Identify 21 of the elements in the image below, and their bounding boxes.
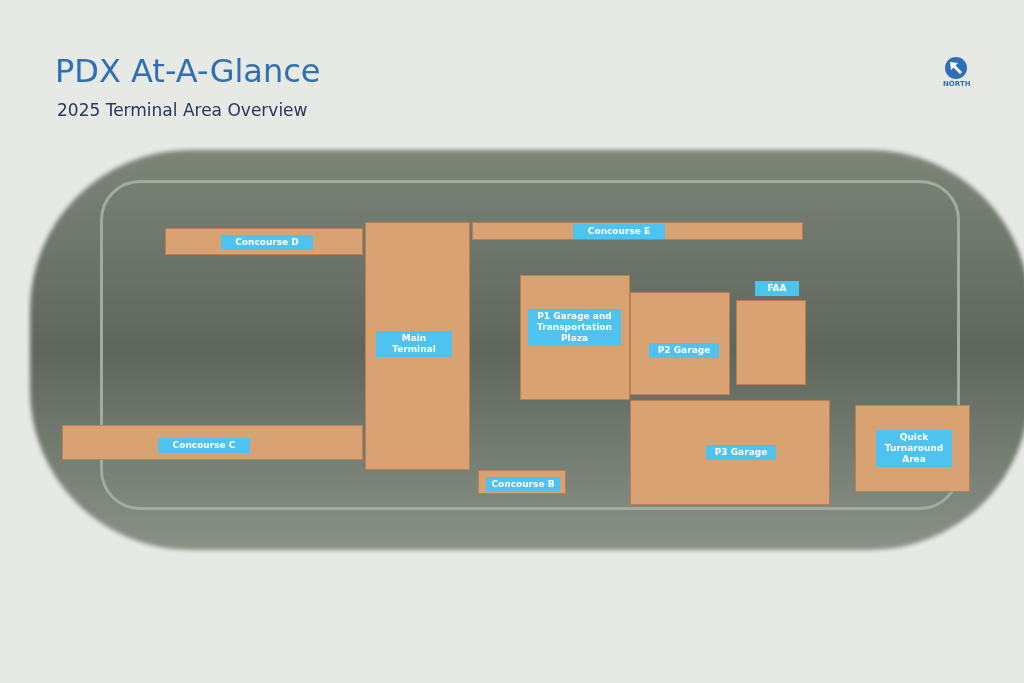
building-area (478, 470, 566, 494)
building-area (165, 228, 363, 255)
area-label: Main Terminal (376, 331, 452, 357)
area-label: FAA (755, 281, 799, 296)
building-area (520, 275, 630, 400)
area-label: P2 Garage (649, 343, 719, 358)
building-area (365, 222, 470, 470)
area-label: Quick Turnaround Area (876, 430, 952, 467)
building-area (630, 292, 730, 395)
subtitle: 2025 Terminal Area Overview (57, 100, 308, 120)
area-label: Concourse D (221, 235, 313, 250)
building-area (62, 425, 363, 460)
area-label: Concourse C (158, 438, 250, 453)
building-area (630, 400, 830, 505)
title: PDX At-A-Glance (55, 52, 321, 90)
area-label: Concourse E (573, 224, 665, 239)
building-area (855, 405, 970, 492)
area-label: P3 Garage (706, 445, 776, 460)
area-label: Concourse B (486, 477, 560, 492)
building-area (472, 222, 803, 240)
area-label: P1 Garage and Transportation Plaza (528, 309, 621, 346)
